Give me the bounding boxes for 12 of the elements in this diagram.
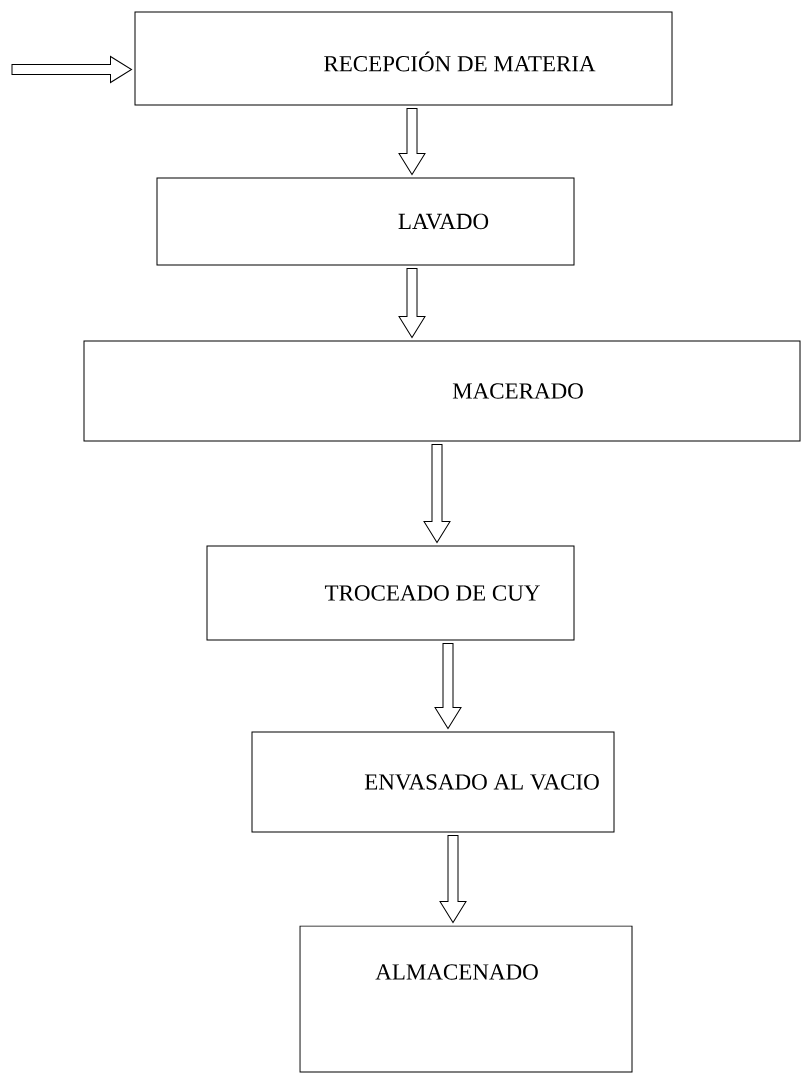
process-box: ENVASADO AL VACIO xyxy=(251,731,615,833)
process-box: TROCEADO DE CUY xyxy=(206,545,575,641)
process-box: MACERADO xyxy=(83,340,801,442)
arrow xyxy=(423,444,451,543)
process-box: LAVADO xyxy=(156,177,575,266)
arrow xyxy=(11,56,132,83)
process-box: RECEPCIÓN DE MATERIA xyxy=(134,11,673,106)
process-box: ALMACENADO xyxy=(299,925,633,1073)
arrow xyxy=(434,643,462,729)
arrow xyxy=(439,835,467,923)
arrow xyxy=(398,108,426,175)
arrow xyxy=(398,268,426,338)
